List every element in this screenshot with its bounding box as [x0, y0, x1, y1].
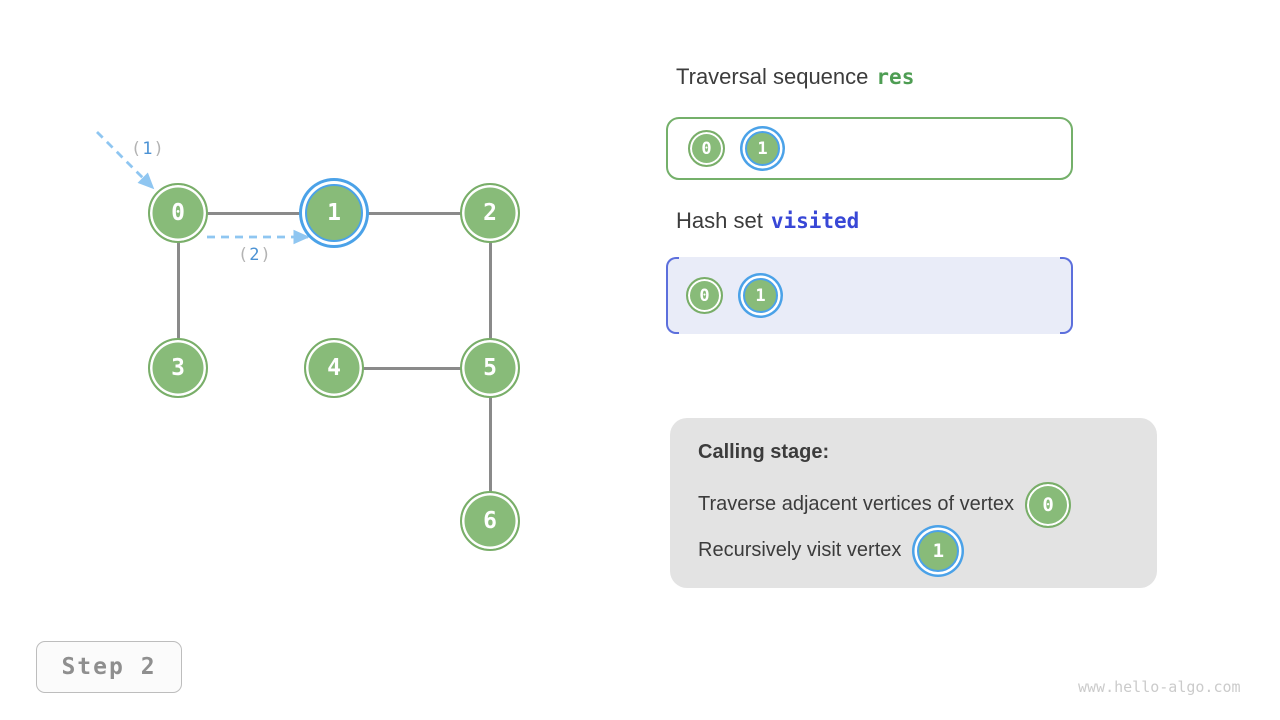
hash-set-box: 0 1	[666, 257, 1073, 334]
calling-stage-line-1: Traverse adjacent vertices of vertex 0	[698, 481, 1072, 528]
visited-item-0: 0	[686, 277, 723, 314]
order-label-1-open: (	[131, 139, 143, 159]
graph-vertex-6: 6	[460, 491, 520, 551]
traversal-arrows	[96, 131, 310, 245]
watermark: www.hello-algo.com	[1078, 678, 1241, 696]
graph-vertex-3: 3	[148, 338, 208, 398]
hash-set-bracket-left	[666, 257, 679, 334]
calling-stage-line-2-vertex: 1	[917, 529, 960, 572]
calling-stage-title: Calling stage:	[698, 441, 830, 463]
res-item-0: 0	[688, 130, 725, 167]
order-label-2-open: (	[238, 245, 250, 265]
graph-vertex-0: 0	[148, 183, 208, 243]
graph-edge-0-1	[178, 211, 334, 215]
order-label-2: (2)	[238, 245, 272, 265]
traversal-sequence-title-code: res	[876, 65, 915, 89]
graph-vertex-5: 5	[460, 338, 520, 398]
traversal-sequence-title: Traversal sequence res	[676, 64, 914, 90]
graph-edge-5-6	[488, 368, 492, 521]
hash-set-title-text: Hash set	[676, 208, 763, 233]
hash-set-title-code: visited	[770, 209, 860, 233]
graph-edge-1-2	[334, 211, 490, 215]
graph-edge-0-3	[176, 213, 180, 368]
graph-edge-2-5	[488, 213, 492, 368]
calling-stage-line-2: Recursively visit vertex 1	[698, 527, 960, 574]
step-badge: Step 2	[36, 641, 182, 693]
visited-item-1: 1	[743, 278, 778, 313]
graph-vertex-2: 2	[460, 183, 520, 243]
traversal-sequence-title-text: Traversal sequence	[676, 64, 869, 89]
hash-set-bracket-right	[1060, 257, 1073, 334]
step-badge-label: Step 2	[61, 654, 157, 680]
graph-edge-4-5	[334, 366, 490, 370]
order-label-2-num: 2	[249, 245, 261, 265]
order-label-1-num: 1	[142, 139, 154, 159]
graph-vertex-4: 4	[304, 338, 364, 398]
order-label-1-close: )	[153, 139, 165, 159]
res-item-1: 1	[745, 131, 780, 166]
order-label-1: (1)	[131, 139, 165, 159]
traversal-sequence-box: 0 1	[666, 117, 1073, 180]
calling-stage-line-2-text: Recursively visit vertex	[698, 539, 902, 561]
calling-stage-box: Calling stage: Traverse adjacent vertice…	[670, 418, 1157, 588]
hash-set-title: Hash set visited	[676, 208, 859, 234]
calling-stage-line-1-vertex: 0	[1025, 481, 1072, 528]
order-label-2-close: )	[260, 245, 272, 265]
graph-vertex-1: 1	[305, 184, 363, 242]
calling-stage-line-1-text: Traverse adjacent vertices of vertex	[698, 493, 1015, 515]
